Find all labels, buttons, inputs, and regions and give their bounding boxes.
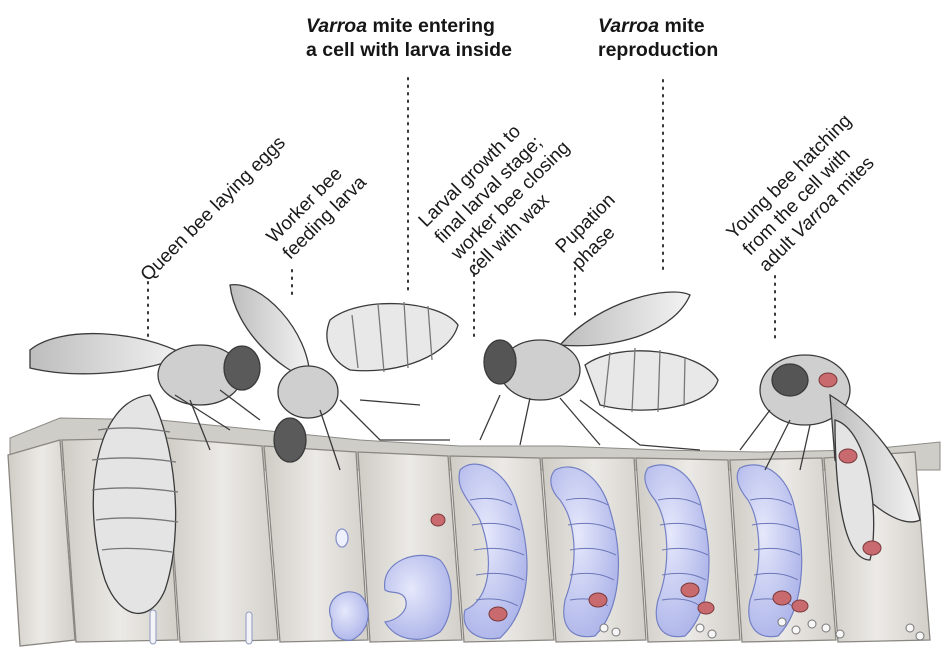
label-varroa-entering: Varroa mite entering a cell with larva i… — [306, 14, 512, 62]
adult-bee-walking — [480, 292, 718, 450]
label-varroa-reproduction: Varroa mite reproduction — [598, 14, 718, 62]
